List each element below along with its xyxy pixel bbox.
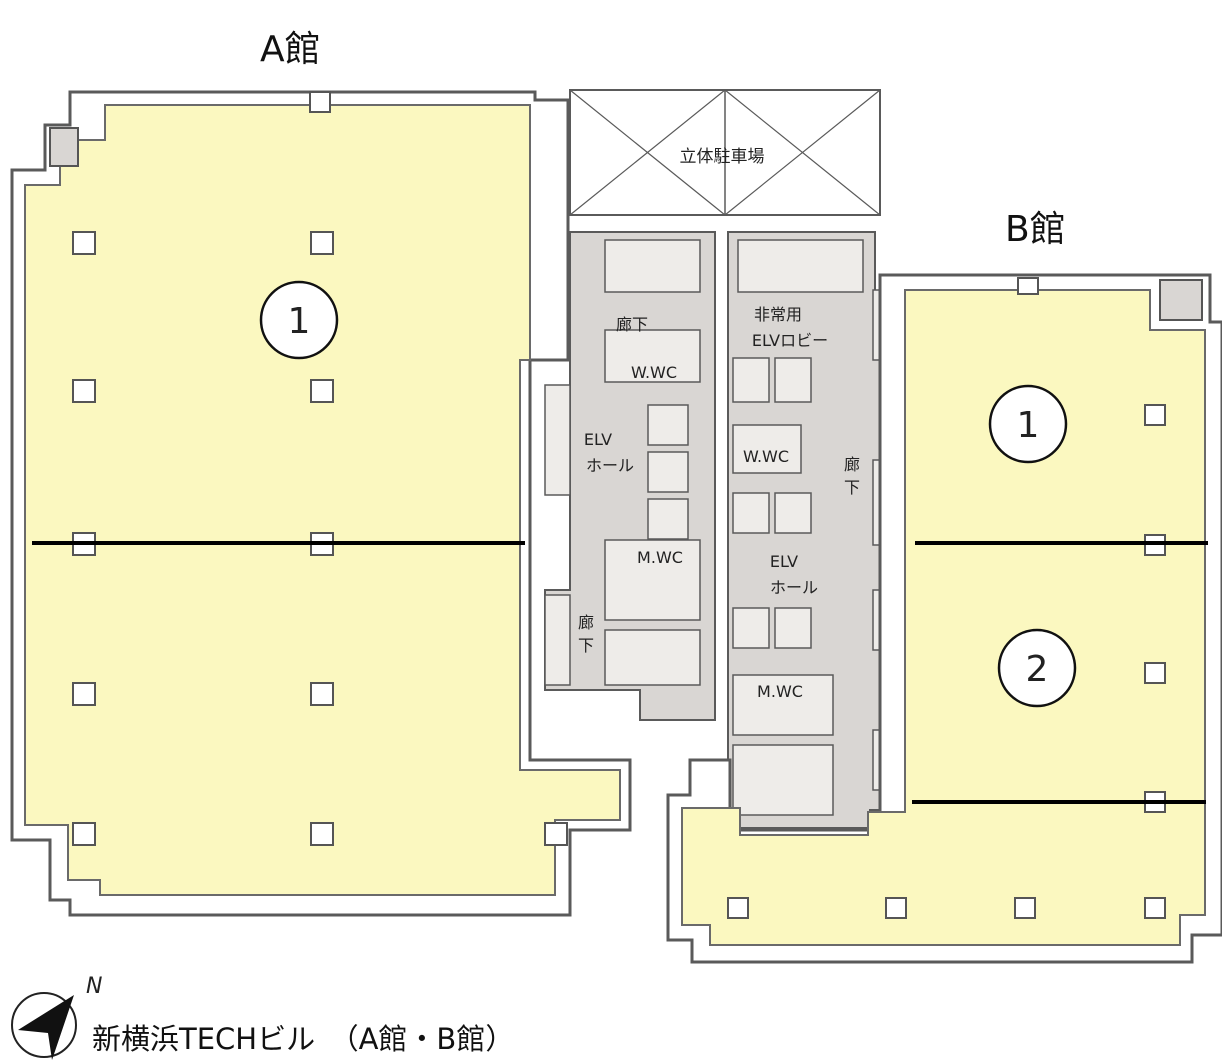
core-a-corridor-label: 廊下 xyxy=(616,315,648,334)
core-a-corridor-vertical-1: 廊 xyxy=(578,613,594,632)
wing-b-office-area xyxy=(681,289,1206,946)
wing-a-title: A館 xyxy=(260,29,321,70)
parking-label: 立体駐車場 xyxy=(680,147,765,167)
core-a-rooms xyxy=(544,239,701,686)
core-b-men-wc-label: M.WC xyxy=(757,682,803,701)
core-b-elv-hall-line2: ホール xyxy=(770,578,818,597)
wing-a-office-area xyxy=(24,104,621,896)
core-a-elv-hall-line2: ホール xyxy=(586,456,634,475)
zone-b2-number: 2 xyxy=(1026,649,1049,690)
core-a-women-wc-label: W.WC xyxy=(631,363,677,382)
zone-b1-number: 1 xyxy=(1017,405,1040,446)
core-a-men-wc-label: M.WC xyxy=(637,548,683,567)
core-a-elv-hall-line1: ELV xyxy=(584,430,612,449)
core-b-emergency-line1: 非常用 xyxy=(754,305,802,324)
core-b-elv-hall-line1: ELV xyxy=(770,552,798,571)
north-arrow-icon xyxy=(18,995,74,1060)
north-compass: N xyxy=(11,974,102,1060)
core-a-corridor-vertical-2: 下 xyxy=(578,636,594,655)
wing-b-title: B館 xyxy=(1005,209,1066,250)
core-b-emergency-line2: ELVロビー xyxy=(752,331,828,350)
wing-a-small-stair xyxy=(49,127,79,167)
zone-a1-number: 1 xyxy=(288,301,311,342)
parking-structure xyxy=(569,89,881,216)
zone-dividers xyxy=(32,541,1208,804)
zone-b2-marker: 2 xyxy=(997,628,1077,708)
building-caption: 新横浜TECHビル （A館・B館） xyxy=(92,1022,515,1056)
wing-b-small-stair xyxy=(1159,279,1203,321)
core-b-corridor-vertical-2: 下 xyxy=(844,478,860,497)
zone-b1-marker: 1 xyxy=(988,384,1068,464)
compass-n-label: N xyxy=(86,974,102,999)
core-b-corridor-vertical-1: 廊 xyxy=(844,455,860,474)
core-b-women-wc-label: W.WC xyxy=(743,447,789,466)
zone-a1-marker: 1 xyxy=(259,280,339,360)
